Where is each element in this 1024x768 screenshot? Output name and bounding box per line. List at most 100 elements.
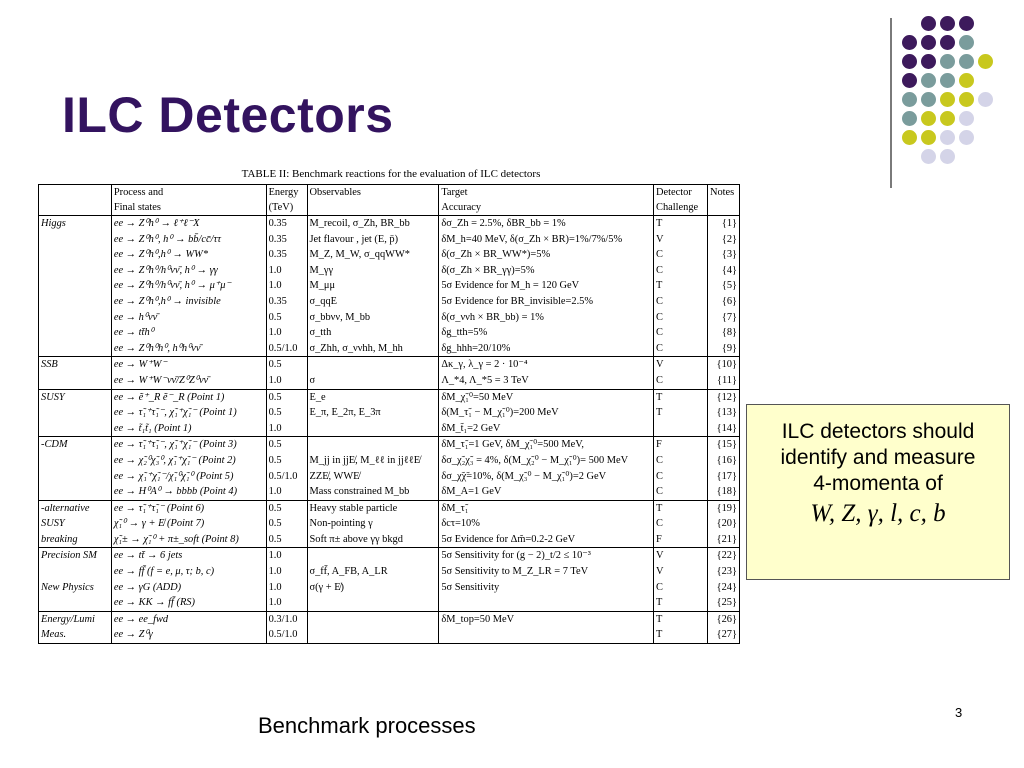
target-cell: δg_hhh=20/10% (438, 340, 655, 357)
target-cell: 5σ Evidence for BR_invisible=2.5% (438, 293, 655, 310)
energy-cell: 1.0 (266, 564, 308, 580)
header-energy: Energy (266, 184, 308, 200)
category-cell: SUSY (38, 516, 112, 532)
category-cell (38, 325, 112, 341)
notes-cell: {19} (707, 499, 741, 517)
notes-cell: {13} (707, 405, 741, 421)
notes-cell: {10} (707, 356, 741, 373)
decorative-dot (921, 35, 936, 50)
notes-cell: {21} (707, 531, 741, 548)
notes-cell: {20} (707, 516, 741, 532)
decorative-dot (940, 73, 955, 88)
category-cell: SSB (38, 356, 112, 373)
decorative-dot (902, 92, 917, 107)
challenge-cell: C (653, 468, 708, 485)
category-cell: -CDM (38, 436, 112, 453)
decorative-dot (902, 35, 917, 50)
target-cell: δM_top=50 MeV (438, 610, 655, 628)
energy-cell: 1.0 (266, 325, 308, 341)
energy-cell: 0.35 (266, 293, 308, 310)
decorative-dot (940, 92, 955, 107)
target-cell: δσ_Zh = 2.5%, δBR_bb = 1% (438, 214, 655, 232)
process-cell: ee → tt̄h⁰ (111, 325, 267, 341)
decorative-dot (921, 111, 936, 126)
challenge-cell: V (653, 231, 708, 248)
challenge-cell: C (653, 262, 708, 279)
target-cell: 5σ Sensitivity for (g − 2)_t/2 ≤ 10⁻³ (438, 547, 655, 565)
table-header-row-1: Process and Energy Observables Target De… (38, 184, 741, 200)
challenge-cell: C (653, 309, 708, 326)
decorative-dot (921, 92, 936, 107)
process-cell: χ̃₁⁰ → γ + E̸ (Point 7) (111, 516, 267, 532)
observables-cell (307, 610, 440, 628)
process-cell: ee → Z⁰h⁰/h⁰νν̄, h⁰ → μ⁺μ⁻ (111, 278, 267, 294)
energy-cell: 1.0 (266, 420, 308, 437)
target-cell: δg_tth=5% (438, 325, 655, 341)
divider-line (890, 18, 892, 188)
category-cell (38, 420, 112, 437)
category-cell (38, 247, 112, 263)
challenge-cell: T (653, 278, 708, 294)
observables-cell (307, 547, 440, 565)
decorative-dot (921, 130, 936, 145)
page-title: ILC Detectors (62, 87, 394, 143)
process-cell: ee → γG (ADD) (111, 579, 267, 596)
notes-cell: {15} (707, 436, 741, 453)
header-observables: Observables (307, 184, 440, 200)
table-header-row-2: Final states (TeV) Accuracy Challenge (38, 200, 741, 216)
process-cell: ee → tt̄ → 6 jets (111, 547, 267, 565)
decorative-dot (940, 130, 955, 145)
observables-cell: Mass constrained M_bb (307, 484, 440, 501)
notes-cell: {6} (707, 293, 741, 310)
target-cell: δM_A=1 GeV (438, 484, 655, 501)
notes-cell: {23} (707, 564, 741, 580)
observables-cell: σ_ff̄, A_FB, A_LR (307, 564, 440, 580)
target-cell: δM_t̃₁=2 GeV (438, 420, 655, 437)
process-cell: ee → τ̃₁⁺τ̃₁⁻, χ̃₁⁺χ̃₁⁻ (Point 3) (111, 436, 267, 453)
decorative-dot (978, 92, 993, 107)
observables-cell: σ_bbνν, M_bb (307, 309, 440, 326)
target-cell: δcτ=10% (438, 516, 655, 532)
notes-cell: {4} (707, 262, 741, 279)
target-cell: δM_χ̃₁⁰=50 MeV (438, 388, 655, 406)
challenge-cell: T (653, 627, 708, 645)
target-cell: Λ_*4, Λ_*5 = 3 TeV (438, 372, 655, 390)
category-cell (38, 262, 112, 279)
energy-cell: 0.5 (266, 499, 308, 517)
category-cell: Higgs (38, 214, 112, 232)
observables-cell (307, 627, 440, 645)
challenge-cell: C (653, 340, 708, 357)
category-cell: -alternative (38, 499, 112, 517)
energy-cell: 0.5 (266, 531, 308, 548)
header-challenge-sub: Challenge (653, 200, 708, 216)
energy-cell: 0.5/1.0 (266, 340, 308, 357)
notes-cell: {24} (707, 579, 741, 596)
header-energy-sub: (TeV) (266, 200, 308, 216)
challenge-cell: F (653, 531, 708, 548)
decorative-dot (921, 54, 936, 69)
decorative-dot (959, 35, 974, 50)
target-cell: δσ_χ̃χ̃=10%, δ(M_χ̃₃⁰ − M_χ̃₁⁰)=2 GeV (438, 468, 655, 485)
category-cell (38, 405, 112, 421)
process-cell: ee → χ̃₂⁰χ̃₃⁰, χ̃₁⁺χ̃₁⁻ (Point 2) (111, 452, 267, 469)
challenge-cell (653, 420, 708, 437)
challenge-cell: C (653, 372, 708, 390)
decorative-dot (921, 73, 936, 88)
header-process-sub: Final states (111, 200, 267, 216)
decorative-dot (940, 149, 955, 164)
process-cell: ee → ff̄ (f = e, μ, τ; b, c) (111, 564, 267, 580)
info-line-1: ILC detectors should (781, 420, 975, 443)
process-cell: ee → Z⁰h⁰,h⁰ → invisible (111, 293, 267, 310)
category-cell (38, 468, 112, 485)
category-cell (38, 484, 112, 501)
observables-cell (307, 436, 440, 453)
decorative-dot (940, 16, 955, 31)
